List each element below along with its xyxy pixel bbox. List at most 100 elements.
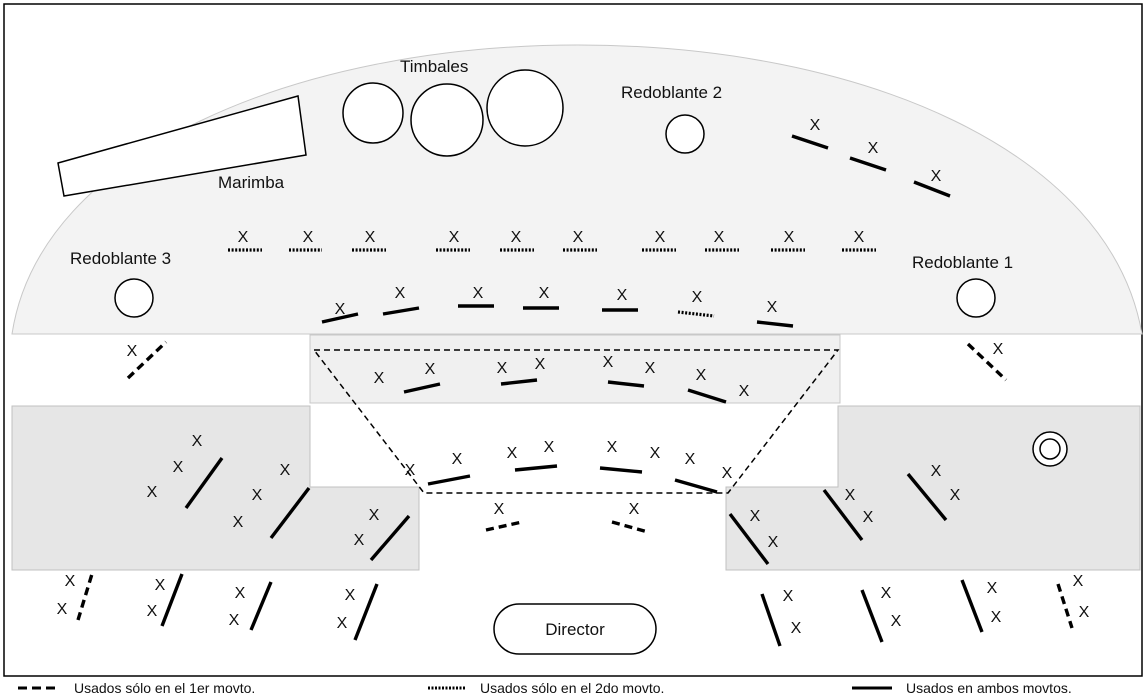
chair-34 <box>269 486 311 540</box>
chair-24 <box>687 388 727 404</box>
chair-37 <box>822 488 864 542</box>
seat-marker-16: X <box>473 285 484 302</box>
seat-marker-44: X <box>233 514 244 531</box>
chair-29 <box>485 520 523 532</box>
timbales-label: Timbales <box>400 57 468 76</box>
seat-marker-54: X <box>950 487 961 504</box>
seat-marker-62: X <box>337 615 348 632</box>
redoblante-1-drum <box>956 278 996 318</box>
marimba-label: Marimba <box>218 173 285 192</box>
conductor-trapezoid <box>312 349 840 494</box>
seat-marker-29: X <box>405 462 416 479</box>
timbal-3 <box>486 69 564 147</box>
seat-marker-8: X <box>511 229 522 246</box>
seat-marker-49: X <box>750 508 761 525</box>
seat-marker-27: X <box>696 367 707 384</box>
seat-marker-38: X <box>629 501 640 518</box>
seat-marker-52: X <box>863 509 874 526</box>
seat-marker-35: X <box>685 451 696 468</box>
seat-marker-19: X <box>692 289 703 306</box>
seat-marker-32: X <box>544 439 555 456</box>
seat-marker-31: X <box>507 445 518 462</box>
chair-33 <box>184 457 224 509</box>
seat-marker-13: X <box>854 229 865 246</box>
director-label: Director <box>545 620 605 639</box>
seat-marker-20: X <box>767 299 778 316</box>
seat-marker-6: X <box>365 229 376 246</box>
redoblante-2-label: Redoblante 2 <box>621 83 722 102</box>
seat-marker-63: X <box>783 588 794 605</box>
redoblante-3-label: Redoblante 3 <box>70 249 171 268</box>
ring-marker-outer <box>1032 431 1068 467</box>
redoblante-1-label: Redoblante 1 <box>912 253 1013 272</box>
seat-marker-24: X <box>535 356 546 373</box>
seat-marker-55: X <box>65 573 76 590</box>
seat-marker-64: X <box>791 620 802 637</box>
seat-marker-28: X <box>739 383 750 400</box>
seat-marker-1: X <box>810 117 821 134</box>
chair-19 <box>677 310 715 318</box>
seat-marker-43: X <box>192 433 203 450</box>
ring-marker-inner <box>1039 438 1061 460</box>
chair-46 <box>1056 583 1074 629</box>
seat-marker-67: X <box>987 580 998 597</box>
seat-marker-39: X <box>127 343 138 360</box>
chair-21 <box>403 382 441 394</box>
seat-marker-34: X <box>650 445 661 462</box>
seat-marker-2: X <box>868 140 879 157</box>
chair-36 <box>728 512 770 566</box>
chair-15 <box>382 306 420 316</box>
seat-marker-12: X <box>784 229 795 246</box>
chair-3 <box>913 180 951 198</box>
seat-marker-40: X <box>993 341 1004 358</box>
chair-41 <box>249 581 273 631</box>
seat-marker-10: X <box>655 229 666 246</box>
seat-marker-30: X <box>452 451 463 468</box>
seat-marker-70: X <box>1079 604 1090 621</box>
chair-31 <box>126 340 168 380</box>
seat-marker-25: X <box>603 354 614 371</box>
seat-marker-11: X <box>714 229 725 246</box>
chair-23 <box>607 380 645 388</box>
seat-marker-47: X <box>354 532 365 549</box>
seat-marker-17: X <box>539 285 550 302</box>
seat-marker-59: X <box>235 585 246 602</box>
legend-second-movement: Usados sólo en el 2do movto. <box>480 680 664 696</box>
seat-marker-22: X <box>425 361 436 378</box>
seat-marker-65: X <box>881 585 892 602</box>
seat-marker-7: X <box>449 229 460 246</box>
chair-30 <box>611 520 649 534</box>
marimba-shape <box>57 95 307 197</box>
seat-marker-18: X <box>617 287 628 304</box>
chair-25 <box>427 474 471 486</box>
seat-marker-61: X <box>345 587 356 604</box>
seat-marker-5: X <box>303 229 314 246</box>
chair-43 <box>760 593 782 647</box>
seat-marker-33: X <box>607 439 618 456</box>
chair-26 <box>514 464 558 472</box>
seat-marker-57: X <box>155 577 166 594</box>
chair-28 <box>674 478 718 494</box>
seat-marker-60: X <box>229 612 240 629</box>
chair-39 <box>76 573 94 621</box>
seat-marker-3: X <box>931 168 942 185</box>
chair-27 <box>599 466 643 474</box>
seat-marker-45: X <box>252 487 263 504</box>
seat-marker-46: X <box>280 462 291 479</box>
seat-marker-58: X <box>147 603 158 620</box>
seat-marker-42: X <box>173 459 184 476</box>
seat-marker-37: X <box>494 501 505 518</box>
seat-markers-layer: X X X X X X X X X X X X X X X X X X X X X X X X X X X X X X X X X X X X X X X X… <box>57 117 1090 637</box>
seat-marker-51: X <box>845 487 856 504</box>
seat-marker-66: X <box>891 613 902 630</box>
legend-both-movements: Usados en ambos movtos. <box>906 680 1072 696</box>
seat-marker-23: X <box>497 360 508 377</box>
chair-42 <box>353 583 379 641</box>
seat-marker-9: X <box>573 229 584 246</box>
seat-marker-53: X <box>931 463 942 480</box>
seat-marker-56: X <box>57 601 68 618</box>
timbal-1 <box>342 82 404 144</box>
seat-marker-69: X <box>1073 573 1084 590</box>
seat-marker-4: X <box>238 229 249 246</box>
chair-2 <box>849 156 887 172</box>
